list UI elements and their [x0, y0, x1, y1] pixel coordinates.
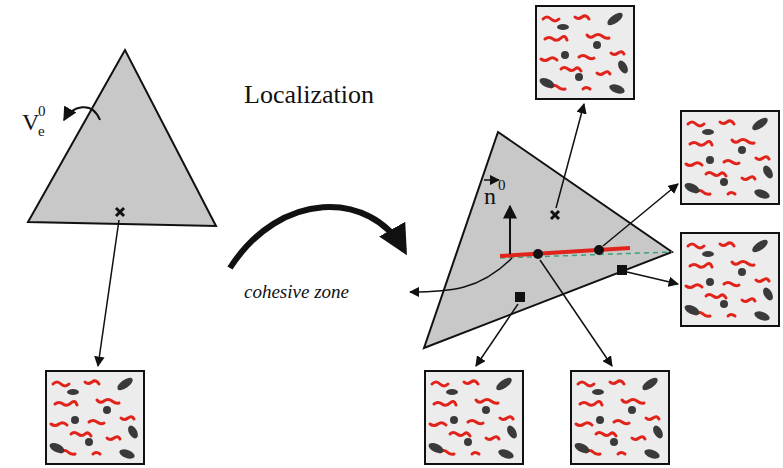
vector-symbol: n: [484, 184, 496, 208]
callout-label: cohesive zone: [244, 282, 349, 301]
superscript: 0: [38, 104, 46, 119]
superscript: 0: [498, 178, 506, 193]
symbol-letter: V: [22, 110, 39, 134]
process-label: Localization: [244, 82, 374, 108]
subscript: e: [38, 124, 45, 139]
